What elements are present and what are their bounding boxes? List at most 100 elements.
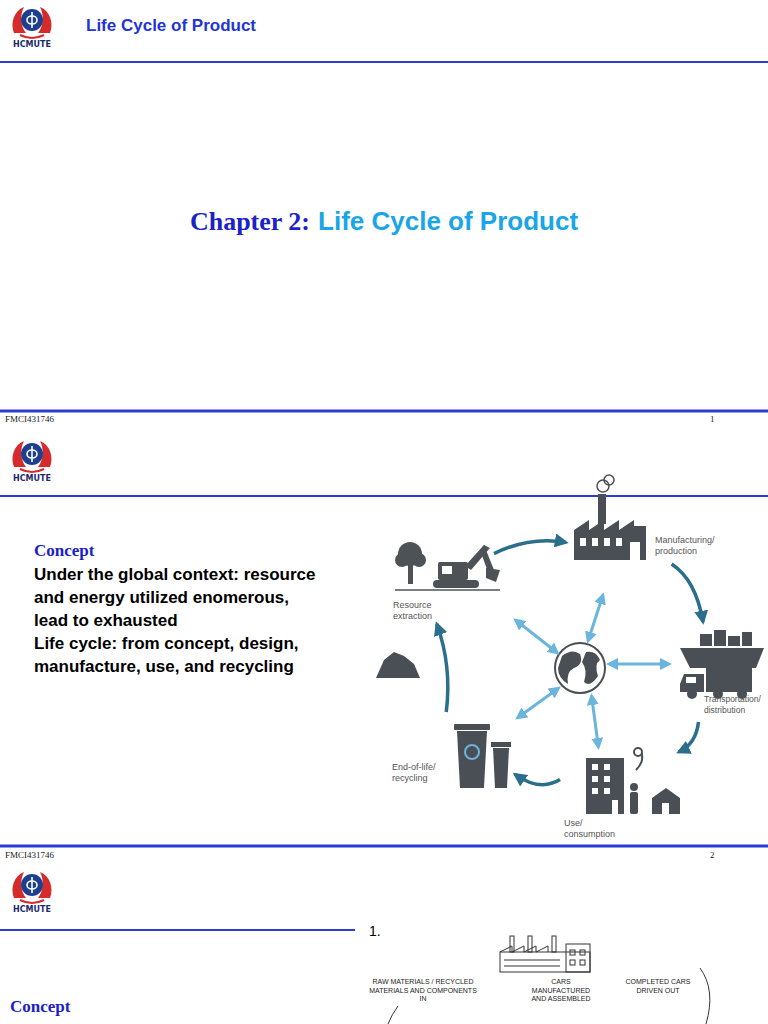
- use-consumption-icon: [630, 783, 638, 791]
- stage-node: Manufacturing/ production: [566, 474, 726, 564]
- stage-node: End-of-life/ recycling: [390, 712, 515, 788]
- stage-label: Transportation/ distribution: [704, 694, 764, 716]
- recycling-bins-icon: [491, 742, 511, 747]
- car-factory-icon: [500, 952, 590, 972]
- use-consumption-icon: [612, 800, 618, 814]
- globe-exchange-arrows: [612, 663, 666, 666]
- use-consumption-icon: [630, 792, 638, 814]
- recycling-bins-icon: [454, 724, 490, 730]
- transport-icon: [728, 636, 740, 646]
- slide-frame: [0, 61, 768, 63]
- chapter-number: Chapter 2:: [190, 207, 310, 237]
- car-factory-icon: [504, 966, 560, 967]
- globe-exchange-arrows: [518, 598, 666, 744]
- resource-extraction-icon: [480, 545, 494, 572]
- use-consumption-icon: [604, 764, 610, 770]
- globe-exchange-arrows: [520, 690, 556, 716]
- page-number: 1: [710, 414, 715, 424]
- body-text: Under the global context: resource and e…: [34, 563, 324, 632]
- resource-extraction-icon: [395, 553, 409, 567]
- cycle-arrow: [437, 624, 448, 712]
- concept-body: Under the global context: resource and e…: [34, 563, 324, 678]
- transport-icon: [680, 630, 764, 699]
- recycling-bins-icon: [454, 724, 511, 788]
- school-logo: [12, 7, 51, 903]
- cycle-arrow: [672, 564, 703, 622]
- slide-frame: [0, 495, 768, 497]
- resource-extraction-icon: [433, 580, 479, 588]
- cycle-arrow: [515, 774, 560, 784]
- stage-node: Transportation/ distribution: [676, 622, 766, 722]
- school-logo: [12, 7, 51, 38]
- transport-icon: [706, 668, 752, 692]
- flow-label: RAW MATERIALS / RECYCLED MATERIALS AND C…: [368, 978, 478, 1004]
- slide-frame: [0, 929, 355, 931]
- cycle-arrow: [494, 541, 566, 554]
- factory-icon: [597, 480, 609, 492]
- resource-extraction-icon: [438, 562, 468, 580]
- stage-label: Use/ consumption: [564, 818, 634, 840]
- use-consumption-icon: [592, 764, 598, 770]
- use-consumption-icon: [604, 788, 610, 794]
- stage-label: Resource extraction: [393, 600, 453, 622]
- resource-extraction-icon: [412, 553, 426, 567]
- factory-icon: [630, 542, 640, 560]
- factory-icon: [580, 538, 586, 546]
- transport-icon: [700, 634, 712, 646]
- factory-icon: [598, 494, 606, 524]
- logo-text: HCMUTE: [7, 474, 57, 483]
- resource-extraction-icon: [442, 566, 452, 574]
- recycling-bins-icon: [457, 731, 487, 788]
- transport-icon: [686, 677, 696, 683]
- globe: [555, 643, 605, 693]
- use-consumption-icon: [662, 803, 669, 814]
- globe: [582, 652, 600, 684]
- globe: [558, 651, 581, 684]
- car-factory-icon: [500, 946, 548, 952]
- car-factory-icon: [388, 1006, 398, 1024]
- use-consumption-icon: [652, 788, 680, 814]
- stage-node: Use/ consumption: [560, 752, 685, 844]
- car-factory-icon: [552, 936, 556, 952]
- header-title: Life Cycle of Product: [86, 16, 256, 36]
- car-factory-icon: [580, 960, 585, 965]
- earth-pile-icon: [376, 652, 420, 678]
- car-factory-icon: [700, 968, 710, 1024]
- page-number: 2: [710, 850, 715, 860]
- slide-frame: [0, 845, 768, 848]
- stage-node: Resource extraction: [390, 536, 494, 624]
- use-consumption-icon: [592, 788, 598, 794]
- use-consumption-icon: [586, 758, 624, 814]
- car-factory-icon: [504, 960, 560, 961]
- globe-exchange-arrows: [589, 598, 602, 638]
- flow-label: CARS MANUFACTURED AND ASSEMBLED: [530, 978, 592, 1004]
- transport-icon: [742, 632, 752, 646]
- car-factory-icon: [580, 950, 585, 955]
- footer-code: FMCI431746: [5, 850, 54, 860]
- body-text: Life cycle: from concept, design, manufa…: [34, 632, 324, 678]
- recycling-bins-icon: [493, 748, 509, 788]
- use-consumption-icon: [586, 748, 680, 814]
- footer-code: FMCI431746: [5, 414, 54, 424]
- factory-icon: [574, 475, 646, 560]
- section-heading: Concept: [34, 541, 94, 561]
- globe-exchange-arrows: [518, 622, 555, 651]
- use-consumption-icon: [634, 748, 642, 756]
- title-row: Chapter 2: Life Cycle of Product: [0, 206, 768, 237]
- cycle-arrow: [679, 722, 699, 752]
- factory-icon: [616, 538, 622, 546]
- use-consumption-icon: [604, 776, 610, 782]
- step-number: 1.: [369, 923, 381, 939]
- factory-icon: [574, 520, 646, 560]
- globe: [555, 643, 605, 693]
- resource-extraction-icon: [395, 542, 500, 590]
- logo-text: HCMUTE: [7, 40, 57, 49]
- school-logo: [12, 441, 51, 472]
- transport-icon: [687, 689, 697, 699]
- slide-frame: [0, 62, 768, 930]
- chapter-title: Life Cycle of Product: [318, 206, 578, 237]
- transport-icon: [714, 630, 726, 646]
